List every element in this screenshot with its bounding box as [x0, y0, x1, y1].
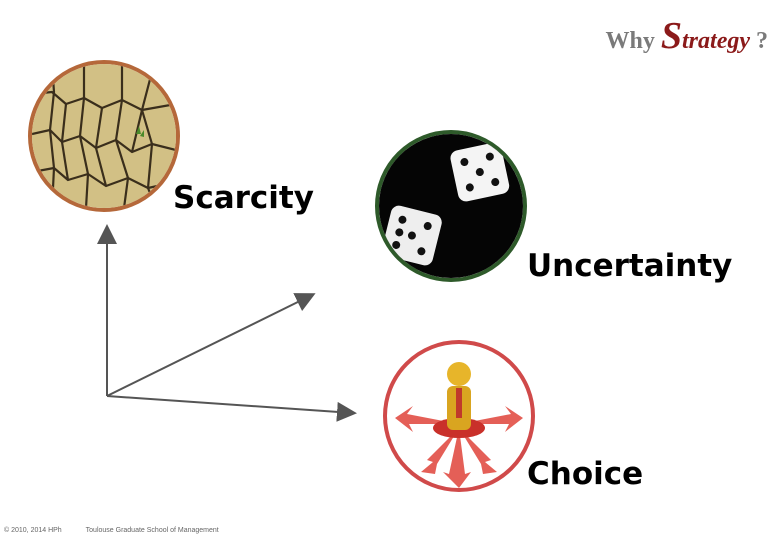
- scarcity-label: Scarcity: [173, 180, 314, 216]
- arrow-right: [106, 395, 357, 422]
- slide-title: Why Strategy ?: [606, 14, 768, 58]
- footer-copyright: © 2010, 2014 HPh: [4, 527, 62, 534]
- title-initial: S: [660, 15, 683, 57]
- footer-school: Toulouse Graduate School of Management: [85, 527, 219, 534]
- title-suffix: ?: [756, 28, 768, 54]
- person-crossroads-icon: [395, 362, 523, 488]
- title-prefix: Why: [605, 28, 655, 54]
- title-rest: trategy: [682, 28, 750, 54]
- dice-icon: [379, 134, 523, 278]
- footer: © 2010, 2014 HPh Toulouse Graduate Schoo…: [4, 527, 219, 534]
- choice-label: Choice: [527, 456, 644, 492]
- uncertainty-image: [375, 130, 527, 282]
- choice-image: [383, 340, 535, 492]
- cracked-earth-icon: [32, 64, 176, 208]
- uncertainty-label: Uncertainty: [527, 248, 733, 284]
- arrow-diagonal: [106, 293, 316, 397]
- scarcity-image: [28, 60, 180, 212]
